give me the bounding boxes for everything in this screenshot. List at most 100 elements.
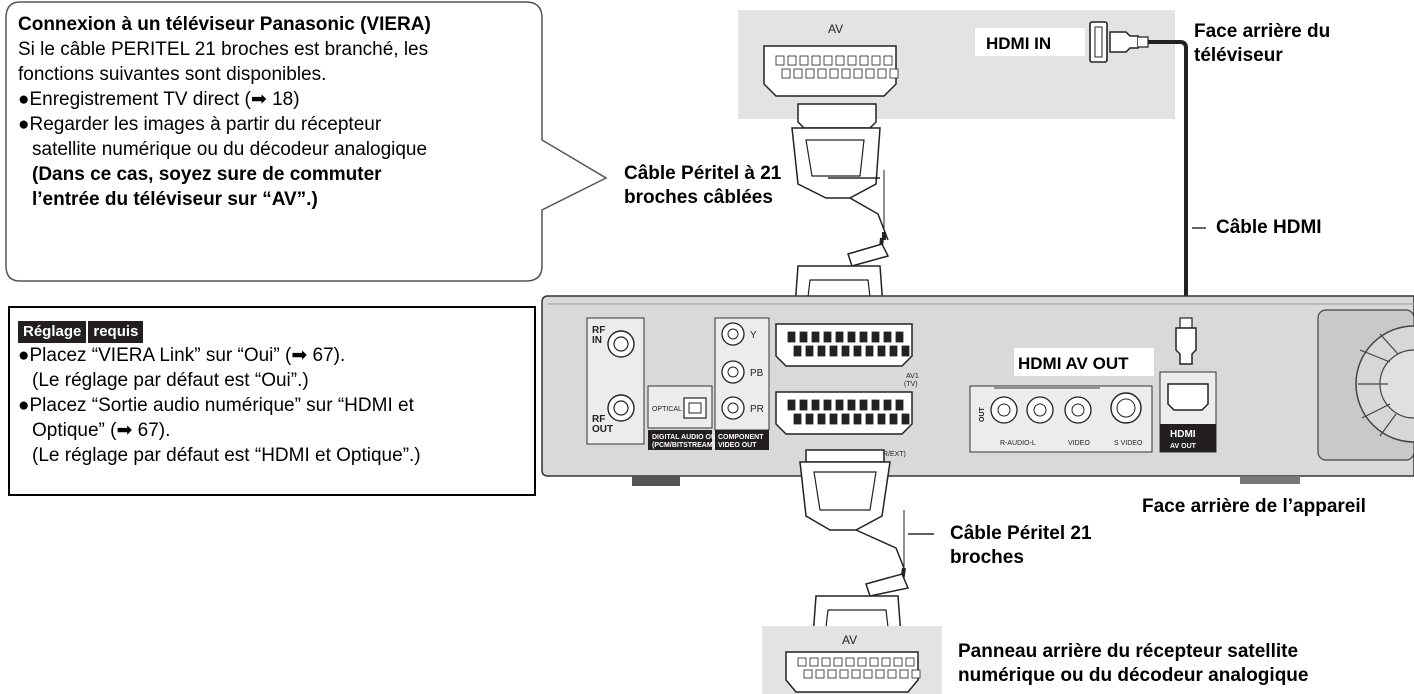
av2-scart-socket [775, 391, 913, 435]
scart-pin [793, 345, 802, 357]
scart-plug-bottom-1 [799, 449, 905, 569]
svg-text:VIDEO OUT: VIDEO OUT [718, 442, 757, 449]
scart-pin [823, 331, 832, 343]
scart-pin [833, 657, 843, 667]
svg-text:AV1: AV1 [906, 373, 919, 380]
settings-bullet-cont: Optique” (➡ 67). [32, 420, 171, 441]
scart-pin [781, 68, 791, 79]
scart-pin [829, 413, 838, 425]
hdmi-av-out-label-box [1014, 348, 1154, 376]
scart-pin [799, 55, 809, 66]
scart-pin [911, 669, 921, 679]
scart-pin [821, 657, 831, 667]
scart-pin [877, 345, 886, 357]
callout-text: Connexion à un téléviseur Panasonic (VIE… [18, 12, 538, 212]
scart-pin [883, 55, 893, 66]
scart-pin [823, 399, 832, 411]
scart-pin [865, 413, 874, 425]
callout-note: l’entrée du téléviseur sur “AV”.) [32, 189, 318, 210]
scart-pin [893, 657, 903, 667]
scart-pin [799, 331, 808, 343]
scart-pin [817, 413, 826, 425]
scart-pin [809, 657, 819, 667]
svg-text:Y: Y [750, 330, 757, 341]
settings-box [8, 306, 536, 496]
callout-bullet: ●Regarder les images à partir du récepte… [18, 114, 382, 135]
scart-pin [865, 68, 875, 79]
scart-pin [859, 331, 868, 343]
scart-pin [787, 399, 796, 411]
scart-pin [815, 669, 825, 679]
scart-pin [845, 657, 855, 667]
scart-pin [841, 345, 850, 357]
scart-pin [895, 331, 904, 343]
scart-pin [787, 331, 796, 343]
scart-pin [793, 413, 802, 425]
svg-text:PB: PB [750, 368, 764, 379]
svg-text:RF: RF [592, 325, 605, 336]
scart-pin [901, 345, 910, 357]
scart-2-label: Câble Péritel 21 broches [950, 523, 1092, 568]
tv-av-label: AV [828, 22, 843, 36]
scart-pin [889, 345, 898, 357]
scart-pin [829, 68, 839, 79]
svg-text:AV: AV [842, 633, 857, 647]
svg-text:DIGITAL AUDIO OUT: DIGITAL AUDIO OUT [652, 434, 721, 441]
scart-pin [851, 669, 861, 679]
svg-text:(TV): (TV) [904, 381, 918, 388]
scart-pin [811, 55, 821, 66]
scart-pin [827, 669, 837, 679]
svg-text:(PCM/BITSTREAM): (PCM/BITSTREAM) [652, 442, 715, 449]
scart-pin [829, 345, 838, 357]
svg-text:OUT: OUT [592, 424, 613, 435]
scart-pin [817, 68, 827, 79]
callout-line: fonctions suivantes sont disponibles. [18, 64, 327, 85]
scart-pin [823, 55, 833, 66]
unit-hdmi-port [1167, 383, 1209, 411]
scart-pin [805, 413, 814, 425]
scart-pin [865, 345, 874, 357]
scart-pin [869, 657, 879, 667]
scart-pin [853, 413, 862, 425]
scart-pin [871, 331, 880, 343]
av1-scart-socket [775, 323, 913, 367]
callout-note: (Dans ce cas, soyez sure de commuter [32, 164, 382, 185]
scart-pin [799, 399, 808, 411]
scart-pin [889, 413, 898, 425]
hdmi-av-out-label: HDMI AV OUT [1018, 354, 1129, 373]
callout-bullet-cont: satellite numérique ou du décodeur analo… [32, 139, 428, 160]
hdmi-plug-unit [1175, 317, 1197, 365]
scart-pin [847, 399, 856, 411]
scart-pin [841, 68, 851, 79]
scart-pin [797, 657, 807, 667]
scart-pin [863, 669, 873, 679]
unit-fan-vent [1317, 309, 1414, 461]
scart-pin [787, 55, 797, 66]
settings-bullet-cont: (Le réglage par défaut est “Oui”.) [32, 370, 309, 391]
svg-text:OPTICAL: OPTICAL [652, 406, 682, 413]
scart-plug-top-1 [791, 103, 889, 241]
svg-text:PR: PR [750, 404, 764, 415]
scart-pin [847, 55, 857, 66]
callout-bubble [5, 1, 608, 282]
scart-pin [817, 345, 826, 357]
svg-text:HDMI: HDMI [1170, 429, 1196, 440]
hdmi-cable-label: Câble HDMI [1216, 217, 1322, 238]
scart-pin [853, 68, 863, 79]
settings-bullet: ●Placez “VIERA Link” sur “Oui” (➡ 67). [18, 345, 346, 366]
callout-line: Si le câble PERITEL 21 broches est branc… [18, 39, 429, 60]
scart-pin [805, 345, 814, 357]
callout-bullet: ●Enregistrement TV direct (➡ 18) [18, 89, 300, 110]
hdmi-in-label-box [975, 28, 1085, 56]
svg-text:S VIDEO: S VIDEO [1114, 440, 1143, 447]
scart-pin [877, 68, 887, 79]
scart-pin [901, 413, 910, 425]
scart-pin [905, 657, 915, 667]
scart-pin [835, 331, 844, 343]
scart-pin [839, 669, 849, 679]
settings-bullet-cont: (Le réglage par défaut est “HDMI et Opti… [32, 445, 421, 466]
svg-text:AV OUT: AV OUT [1170, 443, 1197, 450]
